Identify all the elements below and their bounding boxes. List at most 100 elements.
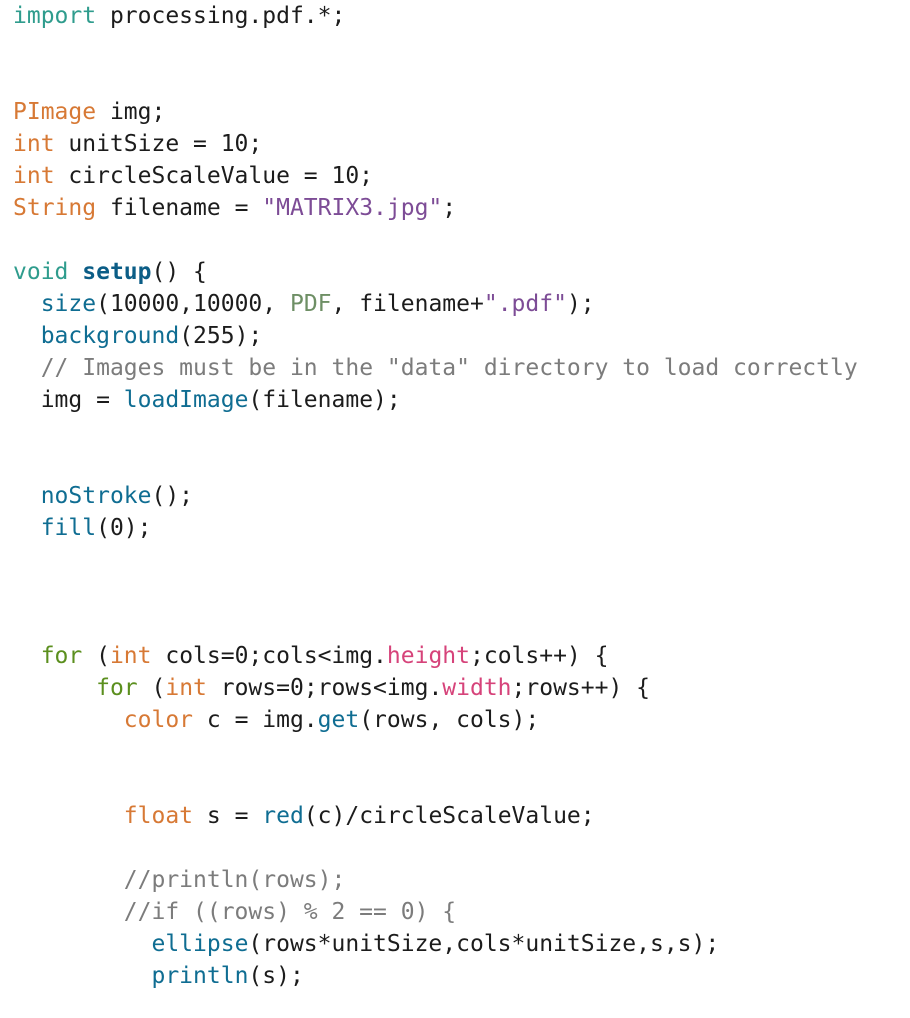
code-line: noStroke(); bbox=[13, 480, 858, 512]
code-line: println(s); bbox=[13, 960, 858, 992]
code-token-plain: (0); bbox=[96, 515, 152, 541]
code-token-import: import bbox=[13, 3, 97, 29]
code-line: int unitSize = 10; bbox=[13, 128, 858, 160]
code-line bbox=[13, 448, 858, 480]
code-token-plain: img; bbox=[96, 99, 166, 125]
code-token-plain: (s); bbox=[248, 963, 304, 989]
code-line: ellipse(rows*unitSize,cols*unitSize,s,s)… bbox=[13, 928, 858, 960]
code-token-plain: (255); bbox=[179, 323, 263, 349]
code-line bbox=[13, 608, 858, 640]
code-token-type: int bbox=[13, 131, 55, 157]
indent bbox=[13, 643, 41, 669]
code-token-function: get bbox=[317, 707, 360, 733]
code-line bbox=[13, 576, 858, 608]
indent bbox=[13, 931, 151, 957]
code-token-plain: (c)/circleScaleValue; bbox=[303, 803, 595, 829]
code-line: float s = red(c)/circleScaleValue; bbox=[13, 800, 858, 832]
code-token-plain: processing.pdf.*; bbox=[96, 3, 346, 29]
code-token-plain: circleScaleValue = 10; bbox=[54, 163, 374, 189]
code-token-function: background bbox=[40, 323, 180, 349]
code-token-type: int bbox=[109, 643, 152, 669]
code-token-function: println bbox=[151, 963, 249, 989]
code-token-plain: ( bbox=[82, 643, 110, 669]
code-token-comment: //println(rows); bbox=[123, 867, 346, 893]
indent bbox=[13, 291, 41, 317]
code-token-plain: (rows, cols); bbox=[359, 707, 540, 733]
code-token-type: float bbox=[123, 803, 194, 829]
code-token-plain: ;cols++) { bbox=[470, 643, 609, 669]
code-token-plain: (10000,10000, bbox=[96, 291, 290, 317]
code-line: String filename = "MATRIX3.jpg"; bbox=[13, 192, 858, 224]
code-token-type: int bbox=[165, 675, 207, 701]
code-line bbox=[13, 32, 858, 64]
indent bbox=[13, 323, 41, 349]
code-text-area[interactable]: import processing.pdf.*;PImage img;int u… bbox=[13, 0, 858, 992]
code-token-plain: cols=0;cols<img. bbox=[151, 643, 387, 669]
code-token-string: ".pdf" bbox=[483, 291, 567, 317]
indent bbox=[13, 899, 124, 925]
code-line bbox=[13, 768, 858, 800]
code-token-plain: , filename+ bbox=[331, 291, 484, 317]
code-token-function: fill bbox=[40, 515, 97, 541]
code-token-plain: c = img. bbox=[193, 707, 318, 733]
code-token-comment: // Images must be in the "data" director… bbox=[40, 355, 858, 381]
code-line bbox=[13, 416, 858, 448]
code-token-function: loadImage bbox=[123, 387, 249, 413]
code-token-plain: ( bbox=[137, 675, 166, 701]
code-line bbox=[13, 832, 858, 864]
code-line: //println(rows); bbox=[13, 864, 858, 896]
code-token-property: width bbox=[442, 675, 512, 701]
code-token-plain: s = bbox=[193, 803, 263, 829]
code-token-plain: () { bbox=[151, 259, 207, 285]
code-line bbox=[13, 736, 858, 768]
indent bbox=[13, 867, 124, 893]
code-token-type: PImage bbox=[13, 99, 97, 125]
indent bbox=[13, 355, 41, 381]
indent bbox=[13, 675, 96, 701]
code-token-plain: rows=0;rows<img. bbox=[206, 675, 443, 701]
code-line: fill(0); bbox=[13, 512, 858, 544]
code-line: import processing.pdf.*; bbox=[13, 0, 858, 32]
code-token-plain: ;rows++) { bbox=[511, 675, 651, 701]
code-token-type: color bbox=[123, 707, 194, 733]
code-token-plain: unitSize = 10; bbox=[54, 131, 263, 157]
indent bbox=[13, 387, 41, 413]
code-token-function: size bbox=[40, 291, 97, 317]
code-line: for (int cols=0;cols<img.height;cols++) … bbox=[13, 640, 858, 672]
code-token-comment: //if ((rows) % 2 == 0) { bbox=[123, 899, 457, 925]
code-token-function: ellipse bbox=[151, 931, 249, 957]
code-token-constant: PDF bbox=[289, 291, 332, 317]
code-token-plain: filename = bbox=[96, 195, 263, 221]
code-line: //if ((rows) % 2 == 0) { bbox=[13, 896, 858, 928]
code-token-plain: (rows*unitSize,cols*unitSize,s,s); bbox=[248, 931, 720, 957]
indent bbox=[13, 707, 124, 733]
indent bbox=[13, 515, 41, 541]
code-line: void setup() { bbox=[13, 256, 858, 288]
code-line: for (int rows=0;rows<img.width;rows++) { bbox=[13, 672, 858, 704]
code-token-control: for bbox=[96, 675, 138, 701]
code-line: // Images must be in the "data" director… bbox=[13, 352, 858, 384]
code-line: int circleScaleValue = 10; bbox=[13, 160, 858, 192]
code-line: size(10000,10000, PDF, filename+".pdf"); bbox=[13, 288, 858, 320]
code-token-plain: ); bbox=[566, 291, 595, 317]
code-token-setup: setup bbox=[82, 259, 152, 285]
indent bbox=[13, 963, 151, 989]
code-line: PImage img; bbox=[13, 96, 858, 128]
code-token-type: String bbox=[13, 195, 97, 221]
code-token-import: void bbox=[13, 259, 69, 285]
code-line: background(255); bbox=[13, 320, 858, 352]
indent bbox=[13, 483, 41, 509]
indent bbox=[13, 803, 124, 829]
code-token-type: int bbox=[13, 163, 55, 189]
code-line bbox=[13, 224, 858, 256]
code-token-plain: (filename); bbox=[248, 387, 401, 413]
code-token-property: height bbox=[386, 643, 470, 669]
code-line bbox=[13, 64, 858, 96]
code-line: img = loadImage(filename); bbox=[13, 384, 858, 416]
code-line: color c = img.get(rows, cols); bbox=[13, 704, 858, 736]
code-token-function: noStroke bbox=[40, 483, 152, 509]
code-token-plain bbox=[68, 259, 82, 285]
code-token-plain: ; bbox=[442, 195, 457, 221]
code-token-function: red bbox=[262, 803, 304, 829]
